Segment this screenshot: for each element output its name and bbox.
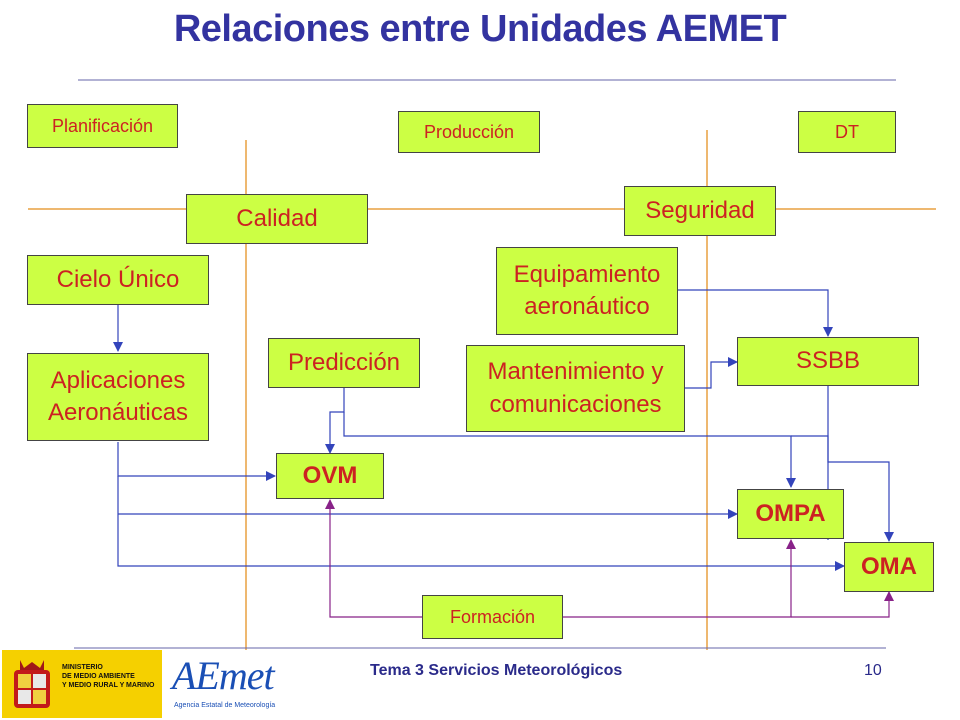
aemet-logo-word: AEmet — [172, 653, 275, 698]
aemet-logo: AEmet Agencia Estatal de Meteorología — [172, 652, 282, 716]
box-seguridad: Seguridad — [624, 186, 776, 236]
box-mantenimiento-line1: Mantenimiento y — [487, 358, 664, 386]
arrow-formacion-to-ovm — [325, 499, 422, 618]
box-mantenimiento: Mantenimiento y comunicaciones — [466, 345, 685, 432]
arrow-mantenimiento-to-ssbb — [685, 357, 738, 389]
box-equipamiento-line1: Equipamiento — [513, 260, 661, 288]
column-dt: DT — [798, 111, 896, 153]
arrow-aplicaciones-to-oma — [117, 476, 845, 571]
arrow-prediccion-to-ovm — [325, 388, 345, 454]
box-equipamiento-line2: aeronáutico — [524, 293, 650, 320]
box-aplicaciones: Aplicaciones Aeronáuticas — [27, 353, 209, 441]
box-mantenimiento-line2: comunicaciones — [489, 390, 662, 418]
aemet-logo-subtitle: Agencia Estatal de Meteorología — [174, 702, 276, 709]
box-oma: OMA — [844, 542, 934, 592]
box-aplicaciones-line1: Aplicaciones — [50, 366, 186, 394]
coat-of-arms-icon — [14, 660, 50, 708]
arrow-prediccion-to-ompa — [343, 412, 796, 488]
box-formacion: Formación — [422, 595, 563, 639]
box-prediccion: Predicción — [268, 338, 420, 388]
column-planificacion: Planificación — [27, 104, 178, 148]
column-produccion: Producción — [398, 111, 540, 153]
box-ssbb: SSBB — [737, 337, 919, 386]
arrow-formacion-to-oma — [791, 591, 894, 618]
box-calidad: Calidad — [186, 194, 368, 244]
box-aplicaciones-line2: Aeronáuticas — [47, 399, 189, 426]
ministry-logo: MINISTERIO DE MEDIO AMBIENTE Y MEDIO RUR… — [2, 650, 162, 718]
arrow-formacion-to-ompa — [563, 539, 796, 618]
box-ovm: OVM — [276, 453, 384, 499]
arrow-equipamiento-to-ssbb — [678, 289, 833, 337]
box-cielo-unico: Cielo Único — [27, 255, 209, 305]
arrow-aplicaciones-to-ovm — [117, 442, 276, 481]
ministry-text: MINISTERIO DE MEDIO AMBIENTE Y MEDIO RUR… — [62, 664, 155, 689]
box-ompa: OMPA — [737, 489, 844, 539]
arrow-ssbb-to-oma — [827, 386, 894, 542]
page-title: Relaciones entre Unidades AEMET — [173, 8, 787, 50]
box-equipamiento: Equipamiento aeronáutico — [496, 247, 678, 335]
page-number: 10 — [864, 662, 882, 679]
footer-title: Tema 3 Servicios Meteorológicos — [370, 662, 623, 679]
